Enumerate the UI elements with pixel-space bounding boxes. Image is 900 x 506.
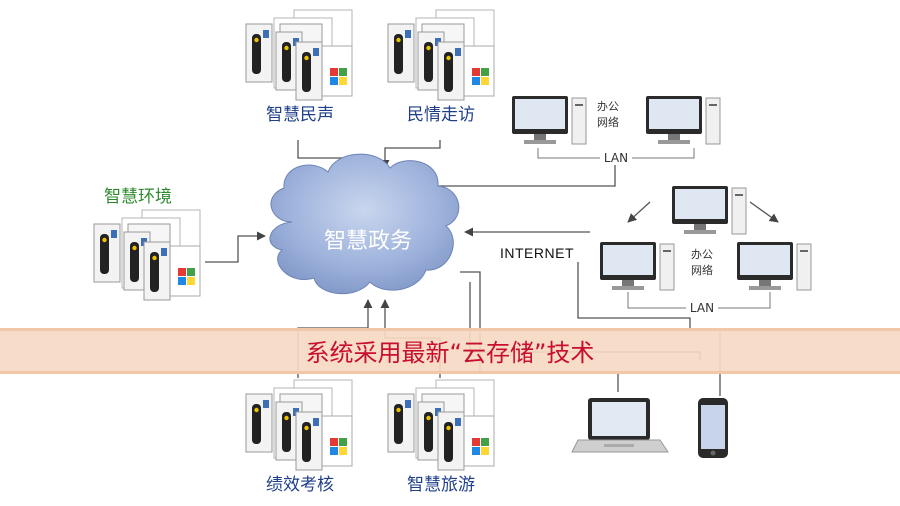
server-top-left: 智慧民声	[246, 10, 352, 125]
link-left	[205, 231, 266, 263]
server-label-bottom-right: 智慧旅游	[407, 475, 475, 495]
office-right-lan-label: LAN	[690, 301, 714, 315]
internet-label: INTERNET	[500, 245, 574, 261]
office-right-label-2: 网络	[691, 263, 713, 277]
server-label-bottom-left: 绩效考核	[266, 475, 334, 495]
server-bottom-right: 智慧旅游	[388, 380, 494, 495]
server-left: 智慧环境	[94, 187, 200, 300]
server-label-left: 智慧环境	[104, 187, 172, 207]
banner-text: 系统采用最新“云存储”技术	[306, 339, 595, 367]
laptop-icon	[571, 398, 669, 453]
smartphone-icon	[698, 398, 728, 458]
banner: 系统采用最新“云存储”技术	[0, 328, 900, 374]
server-label-top-left: 智慧民声	[266, 105, 334, 125]
office-top-label-1: 办公	[597, 100, 619, 113]
office-right-label-1: 办公	[691, 248, 713, 261]
server-label-top-right: 民情走访	[407, 105, 475, 125]
office-top-label-2: 网络	[597, 115, 619, 129]
link-top-right	[380, 140, 441, 169]
cloud: 智慧政务	[269, 153, 460, 295]
server-top-right: 民情走访	[388, 10, 494, 125]
link-internet-office	[577, 262, 691, 330]
cloud-label: 智慧政务	[324, 229, 412, 254]
server-bottom-left: 绩效考核	[246, 380, 352, 495]
office-top-lan-label: LAN	[604, 151, 628, 165]
office-network-right	[599, 185, 812, 309]
